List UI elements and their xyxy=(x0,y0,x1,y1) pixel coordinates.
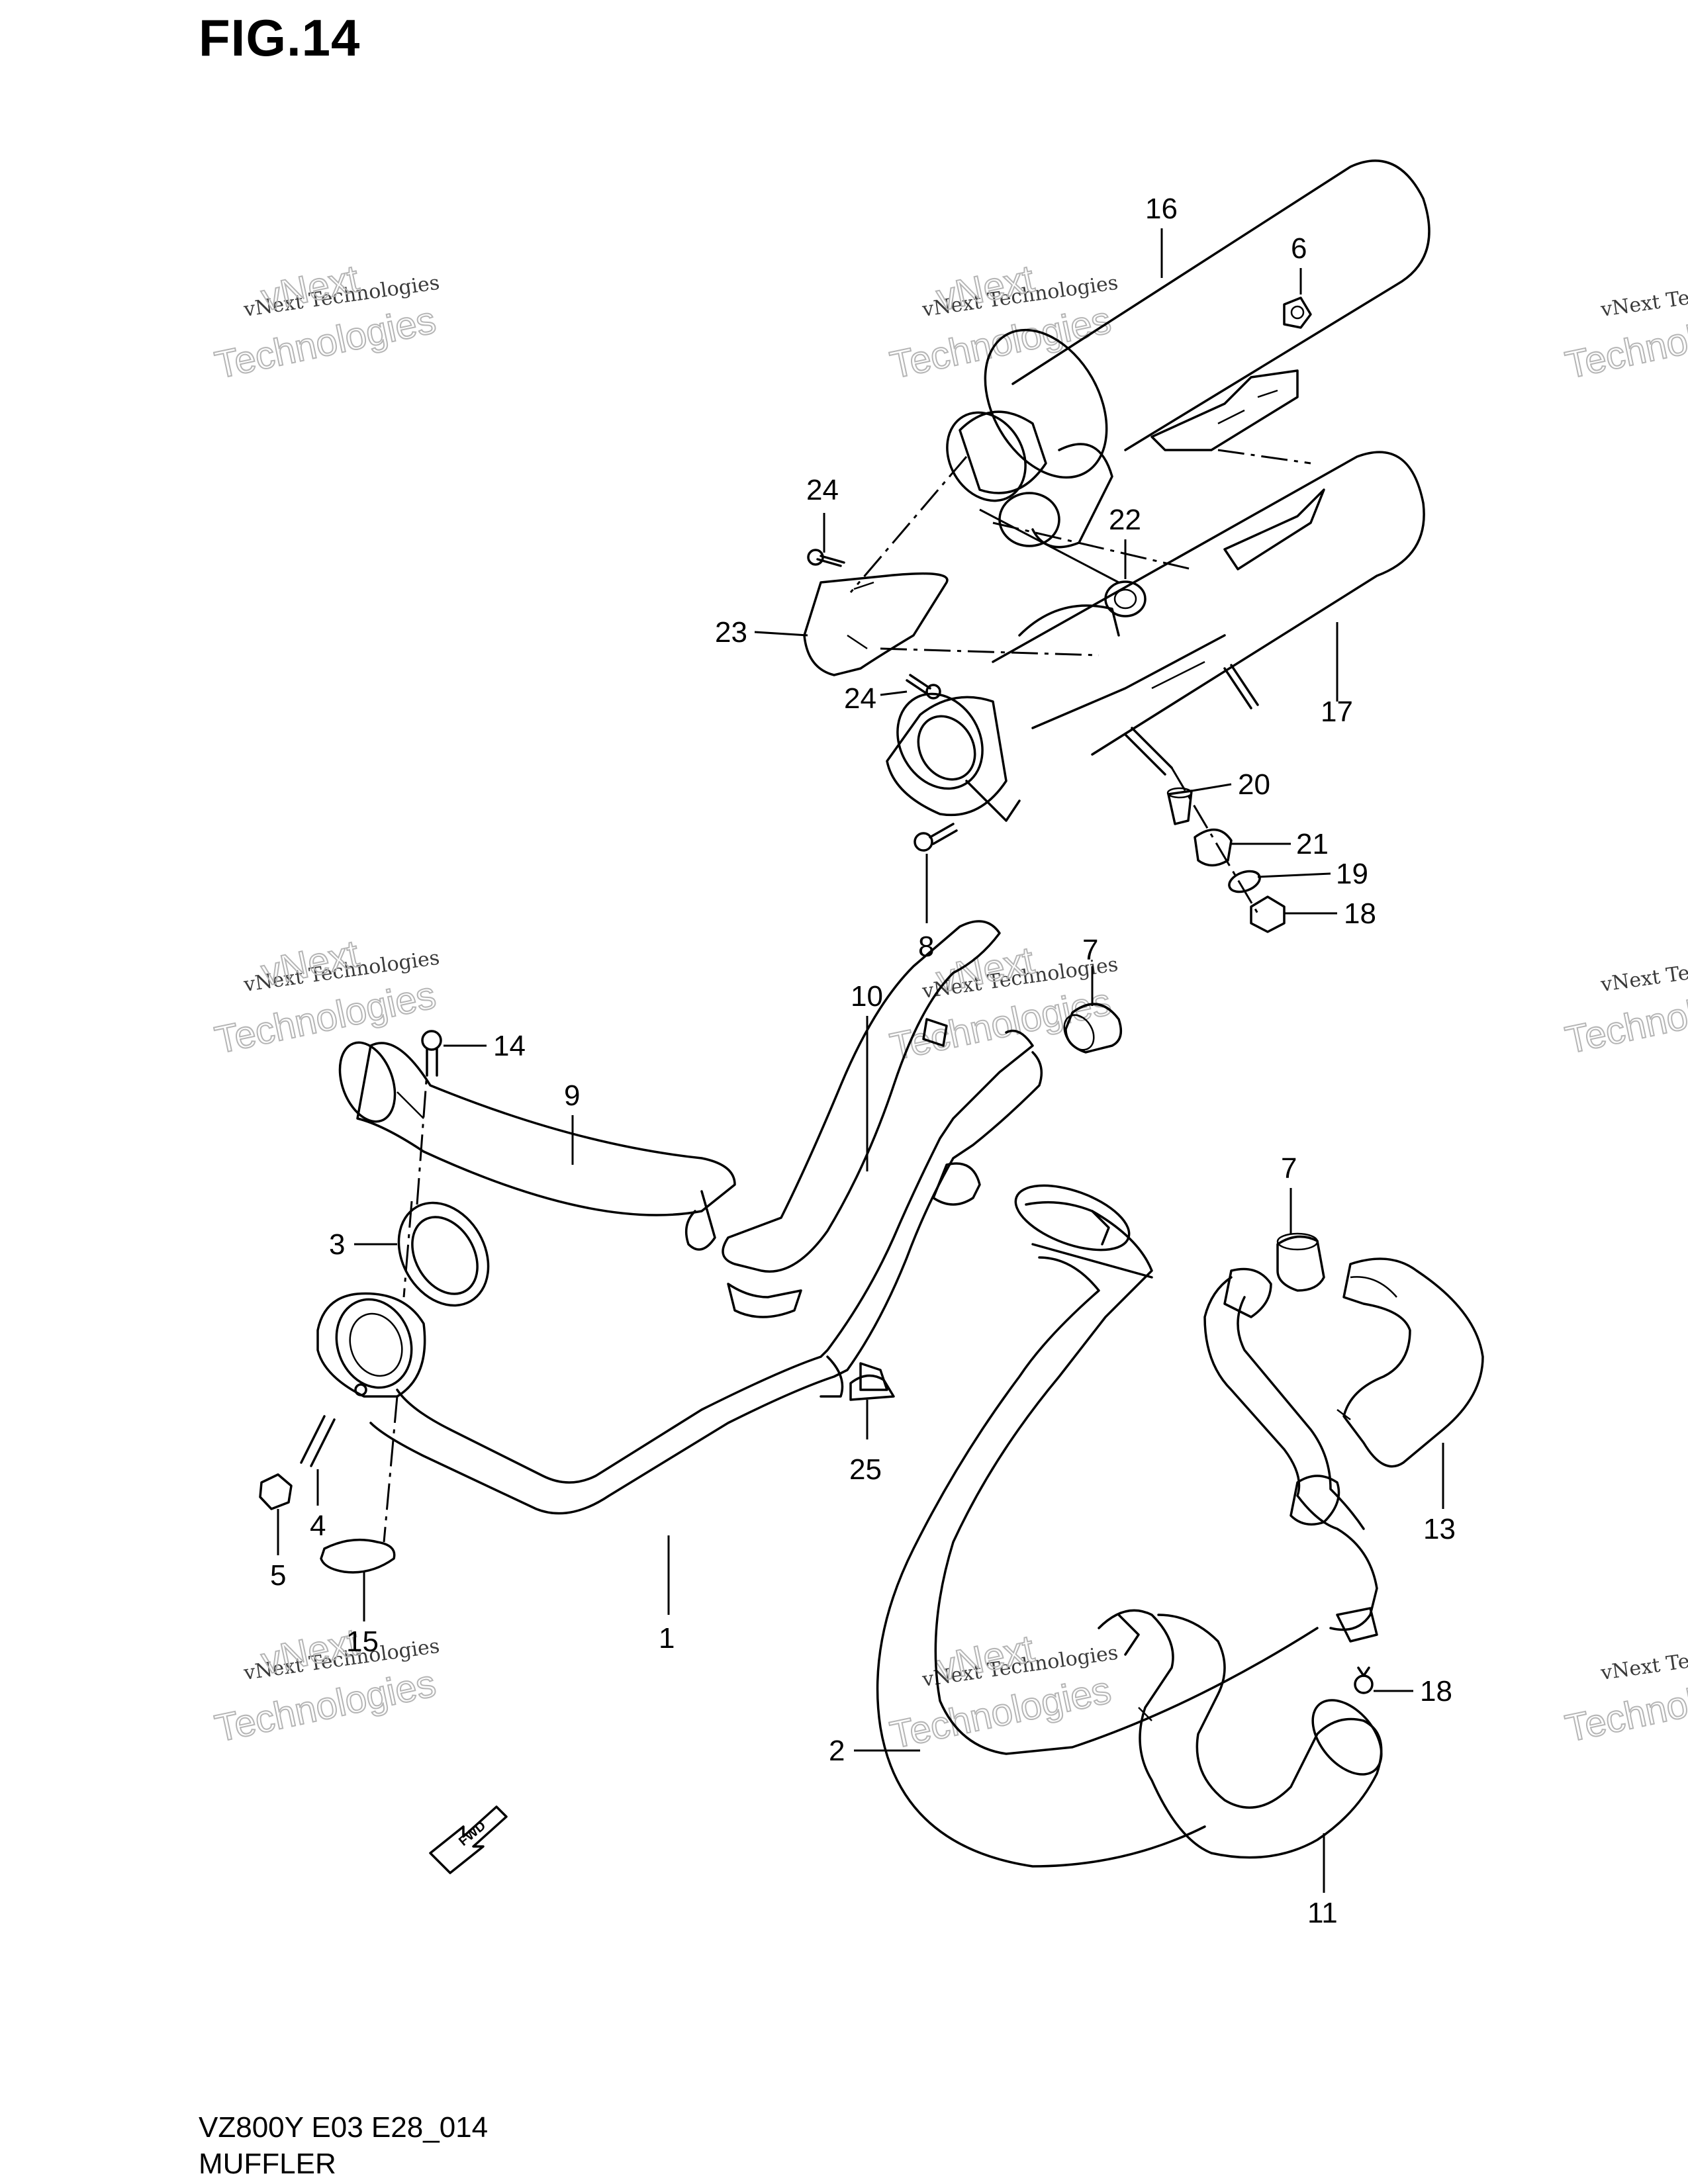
part-22-gasket xyxy=(1104,580,1147,617)
callout-24-upper: 24 xyxy=(806,474,839,506)
fwd-arrow-icon: FWD xyxy=(429,1805,508,1874)
watermark-1: vNext Technologies Technologies vNext xyxy=(211,256,441,387)
callout-11: 11 xyxy=(1307,1897,1338,1929)
watermark-8: vNext Technologies Technologies vNext xyxy=(886,1626,1119,1757)
callout-14: 14 xyxy=(493,1030,526,1062)
callout-19: 19 xyxy=(1336,858,1368,890)
part-12-heat-cover xyxy=(1336,1257,1484,1468)
svg-text:FWD: FWD xyxy=(456,1819,489,1849)
watermark-9: vNext Technologies Technologies xyxy=(1561,1635,1688,1751)
assembly-lines-upper xyxy=(849,449,1311,914)
part-15-upper-muffler xyxy=(946,159,1430,549)
part-10-heat-shield xyxy=(722,920,1001,1318)
part-18-nut xyxy=(1250,895,1286,933)
callout-23: 23 xyxy=(715,616,747,649)
part-7-sleeve-upper xyxy=(1063,1003,1123,1054)
part-14-screw xyxy=(421,1030,442,1077)
callout-13: 15 xyxy=(346,1625,379,1658)
part-5-nut xyxy=(259,1473,293,1510)
part-2-rear-exhaust-pipe xyxy=(876,1184,1319,1868)
part-4-stud xyxy=(300,1415,336,1467)
svg-text:Technologies: Technologies xyxy=(886,980,1115,1069)
callout-6: 6 xyxy=(1291,232,1307,265)
part-8-bolt xyxy=(914,823,958,852)
callout-24-lower: 24 xyxy=(844,682,876,715)
svg-text:vNext: vNext xyxy=(258,932,363,994)
callout-15: 16 xyxy=(1145,193,1178,225)
svg-text:vNext: vNext xyxy=(258,257,363,319)
part-1-front-exhaust-pipe xyxy=(316,1029,1043,1515)
callout-25: 25 xyxy=(849,1453,882,1486)
callout-22: 22 xyxy=(1109,504,1141,536)
part-13-gasket xyxy=(320,1538,396,1574)
watermark-4: vNext Technologies Technologies vNext xyxy=(211,931,441,1062)
callout-18: 18 xyxy=(1344,897,1376,930)
svg-text:vNext Technologies: vNext Technologies xyxy=(1599,946,1688,997)
part-23-heat-cover xyxy=(803,572,949,676)
part-25-clamp xyxy=(849,1374,895,1401)
mounting-stud xyxy=(1124,664,1259,776)
figure-title: FIG.14 xyxy=(199,9,361,67)
part-21-cushion xyxy=(1194,828,1233,867)
part-9-heat-shield xyxy=(338,1041,736,1251)
part-24-bolt-lower xyxy=(906,674,941,700)
callout-7-lower: 7 xyxy=(1281,1152,1297,1185)
callout-21: 21 xyxy=(1296,828,1329,860)
callouts: 16 6 24 22 23 24 17 20 21 19 18 8 10 7 1… xyxy=(270,193,1456,1929)
svg-text:Technologies: Technologies xyxy=(886,298,1115,387)
callout-2: 2 xyxy=(829,1735,845,1767)
leader-lines xyxy=(277,228,1444,1893)
callout-17: 18 xyxy=(1420,1675,1452,1707)
callout-8: 8 xyxy=(918,931,934,963)
watermark-3: vNext Technologies Technologies xyxy=(1561,271,1688,388)
callout-4: 4 xyxy=(310,1510,326,1542)
section-name: MUFFLER xyxy=(199,2148,336,2180)
callout-12: 13 xyxy=(1423,1513,1456,1545)
svg-text:vNext: vNext xyxy=(933,257,1038,319)
watermark-7: vNext Technologies Technologies vNext xyxy=(211,1619,441,1751)
part-6-nut xyxy=(1283,296,1312,329)
part-3-gasket xyxy=(397,1201,490,1307)
callout-16: 17 xyxy=(1321,696,1353,728)
callout-3: 3 xyxy=(329,1228,345,1261)
svg-text:vNext Technologies: vNext Technologies xyxy=(1599,1635,1688,1685)
callout-5: 5 xyxy=(270,1559,286,1592)
part-16-lower-muffler xyxy=(886,451,1425,822)
part-24-bolt-upper xyxy=(807,549,845,567)
callout-7-upper: 7 xyxy=(1082,934,1098,966)
callout-20: 20 xyxy=(1238,768,1270,801)
watermark-6: vNext Technologies Technologies xyxy=(1561,946,1688,1063)
svg-text:vNext: vNext xyxy=(933,1627,1038,1689)
assembly-lines-front xyxy=(383,1071,428,1543)
part-11-rear-pipe xyxy=(1098,1267,1383,1859)
callout-10: 10 xyxy=(851,980,883,1013)
model-code: VZ800Y E03 E28_014 xyxy=(199,2111,489,2144)
callout-1: 1 xyxy=(659,1622,675,1655)
part-20-collar xyxy=(1166,787,1193,825)
callout-9: 9 xyxy=(564,1079,580,1112)
part-7-sleeve-lower xyxy=(1276,1232,1325,1292)
svg-text:vNext Technologies: vNext Technologies xyxy=(1599,271,1688,322)
part-17-bolt xyxy=(1354,1666,1374,1694)
